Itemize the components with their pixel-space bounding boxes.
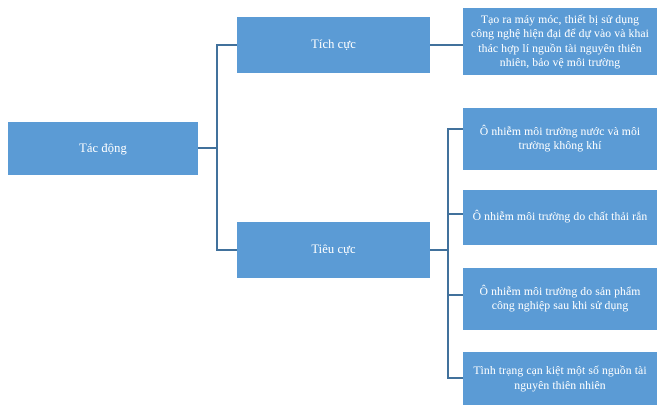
node-leaf-negative-1[interactable]: Ô nhiễm môi trường nước và môi trường kh…	[463, 108, 657, 170]
node-branch-positive-label: Tích cực	[311, 37, 356, 52]
connector-to-positive	[216, 44, 238, 46]
connector-to-leaf-4	[447, 294, 464, 296]
connector-negative-stub	[430, 249, 449, 251]
connector-to-negative	[216, 249, 238, 251]
node-leaf-positive-1-label: Tạo ra máy móc, thiết bị sử dụng công ng…	[470, 12, 650, 69]
node-leaf-negative-2-label: Ô nhiễm môi trường do chất thải rắn	[472, 210, 648, 224]
node-root-label: Tác động	[79, 140, 127, 155]
node-leaf-negative-4[interactable]: Tình trạng cạn kiệt một số nguồn tài ngu…	[463, 352, 657, 405]
connector-to-leaf-3	[447, 213, 464, 215]
connector-level1-spine	[216, 45, 218, 251]
node-leaf-negative-2[interactable]: Ô nhiễm môi trường do chất thải rắn	[463, 190, 657, 245]
node-branch-negative[interactable]: Tiêu cực	[237, 222, 430, 278]
node-branch-positive[interactable]: Tích cực	[237, 17, 430, 73]
connector-positive-to-leaf-1	[430, 44, 464, 46]
node-leaf-negative-1-label: Ô nhiễm môi trường nước và môi trường kh…	[479, 124, 641, 152]
connector-negative-spine	[447, 128, 449, 379]
node-root[interactable]: Tác động	[8, 122, 198, 175]
node-leaf-negative-3-label: Ô nhiễm môi trường do sản phẩm công nghi…	[479, 284, 641, 312]
node-leaf-negative-3[interactable]: Ô nhiễm môi trường do sản phẩm công nghi…	[463, 268, 657, 330]
node-leaf-positive-1[interactable]: Tạo ra máy móc, thiết bị sử dụng công ng…	[463, 8, 657, 75]
node-branch-negative-label: Tiêu cực	[311, 242, 356, 257]
connector-to-leaf-2	[447, 128, 464, 130]
connector-root-stub	[198, 147, 218, 149]
connector-to-leaf-5	[447, 377, 464, 379]
node-leaf-negative-4-label: Tình trạng cạn kiệt một số nguồn tài ngu…	[473, 364, 647, 392]
